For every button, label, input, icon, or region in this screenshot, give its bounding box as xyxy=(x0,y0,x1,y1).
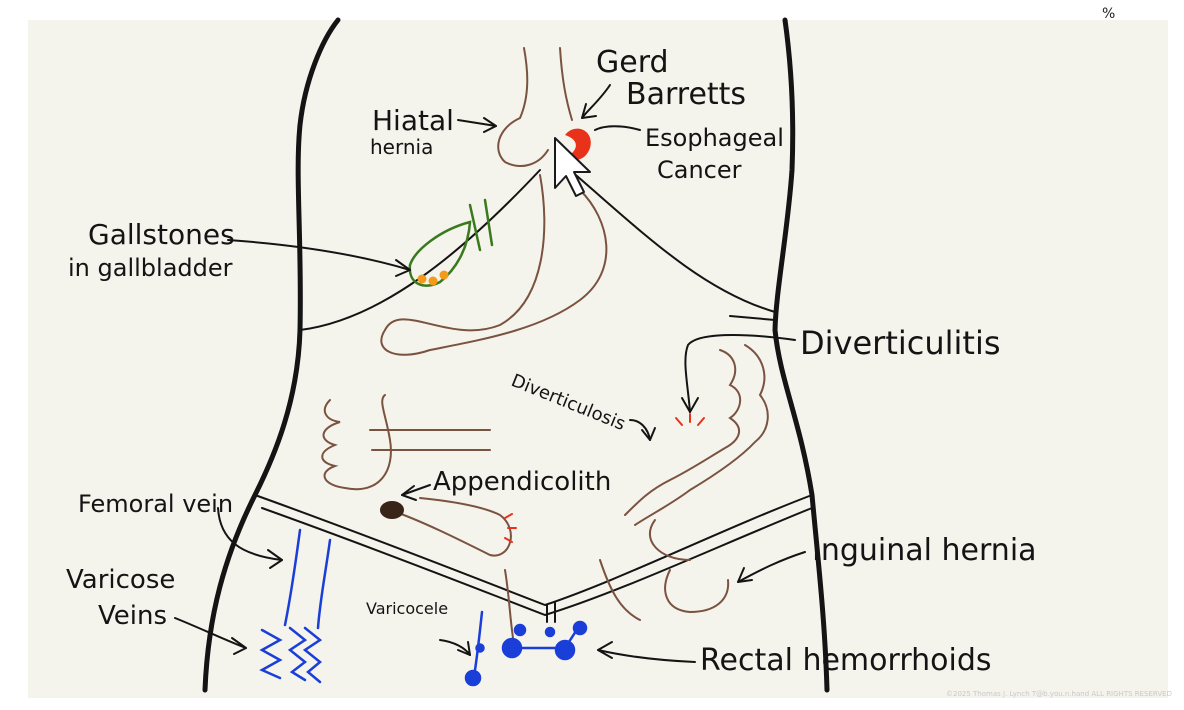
label-arrows xyxy=(174,84,806,663)
label-diverticulosis: Diverticulosis xyxy=(508,370,628,435)
label-rectal-hemorrhoids: Rectal hemorrhoids xyxy=(700,643,992,678)
gallstones xyxy=(417,270,449,286)
mouse-cursor-icon xyxy=(554,137,591,197)
label-in-gallbladder: in gallbladder xyxy=(68,254,233,282)
label-appendicolith: Appendicolith xyxy=(433,467,611,497)
stomach xyxy=(380,47,608,356)
copyright-notice: ©2025 Thomas J. Lynch T@b.you.n.hand ALL… xyxy=(946,690,1172,698)
appendix-inflammation-marks xyxy=(504,513,517,543)
body-outline xyxy=(202,17,830,693)
label-gerd: Gerd xyxy=(596,45,669,80)
label-varicose: Varicose xyxy=(66,565,175,595)
label-hernia: hernia xyxy=(370,135,433,159)
colon xyxy=(624,344,769,614)
label-esophageal: Esophageal xyxy=(645,124,784,152)
esophageal-cancer-mark xyxy=(565,128,591,160)
label-diverticulitis: Diverticulitis xyxy=(800,324,1001,362)
varicocele-veins xyxy=(464,610,588,687)
diverticulitis-marks xyxy=(675,413,705,426)
label-barretts: Barretts xyxy=(626,77,746,112)
label-cancer: Cancer xyxy=(657,156,742,184)
label-varicocele: Varicocele xyxy=(366,599,448,618)
label-veins: Veins xyxy=(98,601,167,631)
gallbladder xyxy=(408,198,494,287)
label-inguinal-hernia: Inguinal hernia xyxy=(812,533,1037,568)
femoral-veins xyxy=(259,528,332,684)
small-intestine xyxy=(321,394,641,651)
appendicolith-stone xyxy=(380,501,404,519)
label-gallstones: Gallstones xyxy=(88,218,235,251)
label-femoral-vein: Femoral vein xyxy=(78,490,233,518)
corner-mark: % xyxy=(1102,6,1115,22)
label-hiatal: Hiatal xyxy=(372,104,454,137)
